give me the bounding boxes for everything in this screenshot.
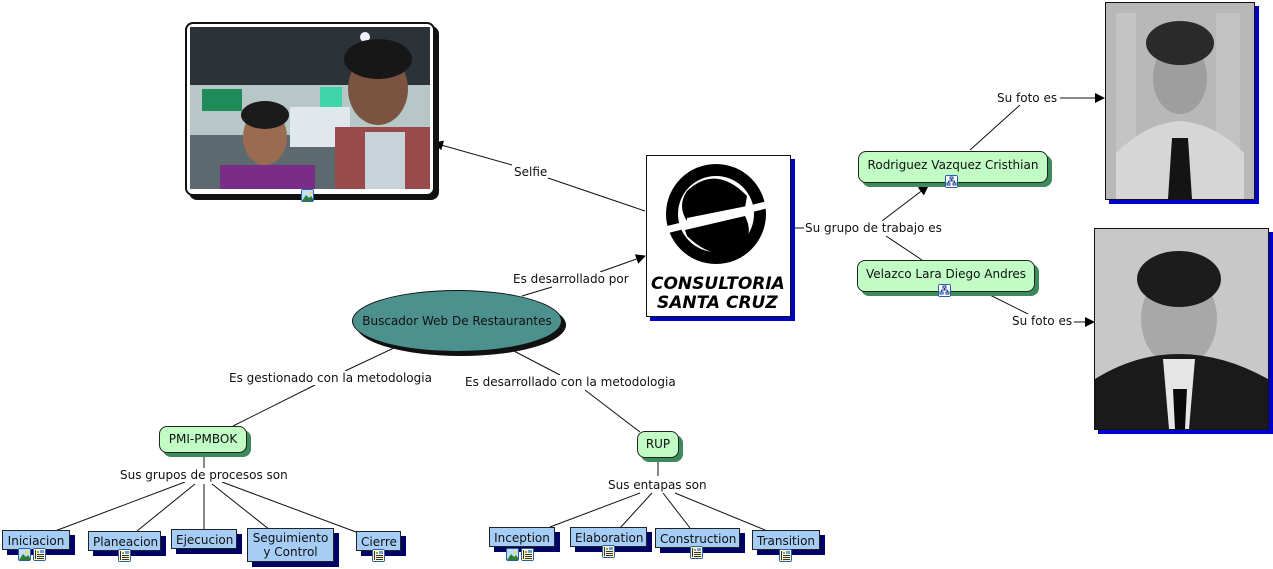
document-icon[interactable] — [521, 548, 534, 561]
link-line — [211, 483, 271, 531]
selfie-photo — [190, 27, 430, 189]
process-label: Ejecucion — [176, 533, 234, 547]
process-ejecucion[interactable]: Ejecucion — [171, 529, 237, 549]
link-line — [674, 492, 766, 531]
methodology-rup[interactable]: RUP — [637, 431, 679, 458]
image-icon[interactable] — [301, 189, 314, 202]
link-line — [619, 492, 653, 529]
document-icon[interactable] — [372, 549, 385, 562]
link-label-desarrollado-por: Es desarrollado por — [512, 272, 630, 286]
document-icon[interactable] — [690, 546, 703, 559]
link-label-grupo-trabajo: Su grupo de trabajo es — [804, 221, 943, 235]
selfie-photo-frame[interactable] — [185, 22, 435, 196]
phase-inception[interactable]: Inception — [489, 527, 555, 547]
link-label-gestionado: Es gestionado con la metodologia — [228, 371, 433, 385]
process-seguimiento-control[interactable]: Seguimiento y Control — [247, 528, 334, 562]
logo-line1: CONSULTORIA — [651, 274, 785, 294]
link-line — [549, 492, 641, 528]
logo-s-icon — [648, 164, 789, 264]
link-line — [547, 177, 646, 212]
member-photo-rodriguez[interactable] — [1105, 2, 1255, 200]
phase-label: Elaboration — [575, 531, 644, 545]
process-label-line2: y Control — [263, 545, 318, 559]
process-cierre[interactable]: Cierre — [356, 531, 401, 551]
phase-elaboration[interactable]: Elaboration — [570, 527, 647, 547]
member-name: Rodriguez Vazquez Cristhian — [867, 158, 1039, 172]
link-label-foto1: Su foto es — [996, 91, 1059, 105]
methodology-pmi[interactable]: PMI-PMBOK — [159, 426, 247, 453]
document-icon[interactable] — [118, 549, 131, 562]
document-icon[interactable] — [33, 548, 46, 561]
link-line — [584, 389, 641, 433]
link-line — [521, 286, 553, 297]
submap-icon[interactable] — [938, 284, 951, 297]
process-label: Planeacion — [93, 535, 159, 549]
link-label-foto2: Su foto es — [1011, 314, 1074, 328]
document-icon[interactable] — [602, 545, 615, 558]
document-icon[interactable] — [779, 549, 792, 562]
link-line — [511, 349, 561, 376]
phase-label: Construction — [660, 532, 737, 546]
link-line — [221, 481, 357, 533]
company-logo[interactable]: CONSULTORIA SANTA CRUZ — [646, 155, 791, 317]
methodology-rup-label: RUP — [645, 437, 671, 451]
process-label: Seguimiento — [252, 531, 329, 545]
member-name: Velazco Lara Diego Andres — [866, 267, 1027, 281]
link-line — [136, 483, 196, 532]
submap-icon[interactable] — [945, 175, 958, 188]
process-label: Iniciacion — [7, 534, 65, 548]
link-line — [881, 185, 929, 222]
link-label-desarrollado-con: Es desarrollado con la metodologia — [464, 375, 677, 389]
link-label-grupos-procesos: Sus grupos de procesos son — [119, 468, 289, 482]
image-icon[interactable] — [506, 548, 519, 561]
methodology-pmi-label: PMI-PMBOK — [168, 432, 238, 446]
process-label: Cierre — [361, 535, 397, 549]
link-line — [433, 140, 513, 166]
portrait-photo — [1106, 3, 1254, 199]
link-line — [344, 345, 399, 372]
link-line — [969, 104, 1021, 151]
phase-transition[interactable]: Transition — [752, 530, 820, 550]
process-planeacion[interactable]: Planeacion — [88, 531, 161, 551]
process-iniciacion[interactable]: Iniciacion — [2, 530, 70, 550]
link-line — [885, 235, 923, 261]
link-line — [54, 481, 186, 532]
portrait-photo — [1095, 229, 1268, 429]
phase-label: Transition — [757, 534, 816, 548]
central-concept[interactable]: Buscador Web De Restaurantes — [352, 290, 562, 352]
member-photo-velazco[interactable] — [1094, 228, 1269, 430]
link-line — [989, 294, 1031, 316]
link-line — [232, 384, 316, 427]
central-concept-label: Buscador Web De Restaurantes — [362, 314, 552, 328]
link-label-entapas: Sus entapas son — [607, 478, 708, 492]
link-line — [662, 492, 691, 529]
link-line — [599, 254, 646, 273]
logo-line2: SANTA CRUZ — [657, 293, 778, 313]
phase-construction[interactable]: Construction — [655, 528, 740, 548]
image-icon[interactable] — [18, 548, 31, 561]
phase-label: Inception — [494, 531, 550, 545]
link-label-selfie: Selfie — [513, 165, 549, 179]
